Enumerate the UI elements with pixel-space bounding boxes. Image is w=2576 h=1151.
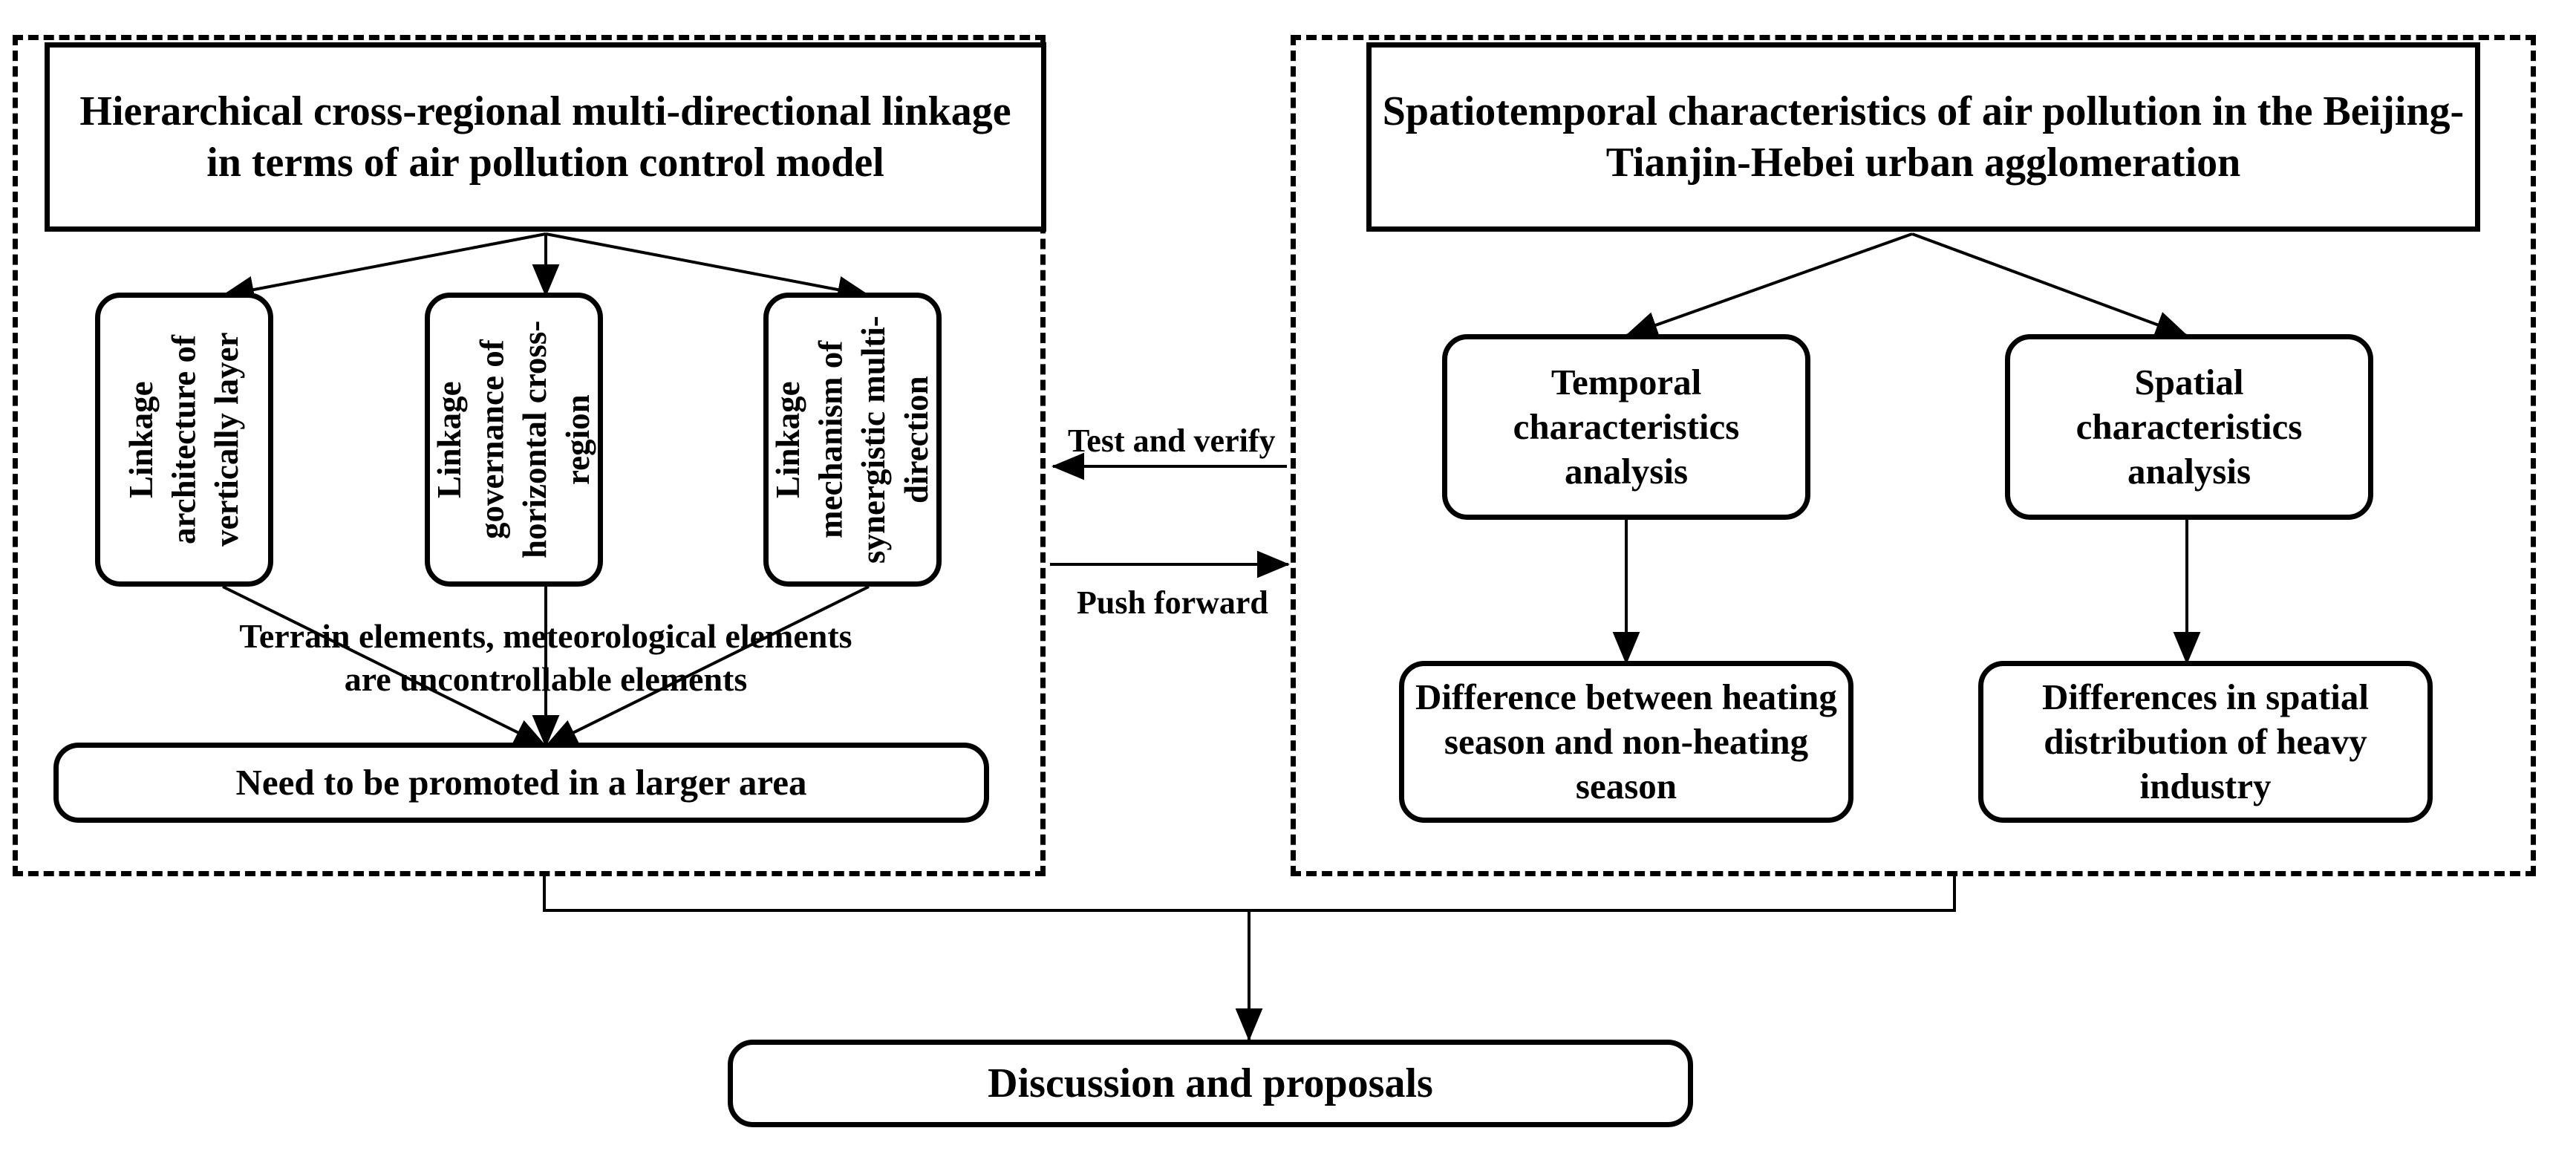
right-outcome-box-2[interactable]: Differences in spatial distribution of h… — [1978, 661, 2433, 823]
left-branch-box-1[interactable]: Linkage architecture of vertically layer — [95, 293, 273, 587]
right-outcome-box-1[interactable]: Difference between heating season and no… — [1399, 661, 1853, 823]
left-branch-label-3: Linkage mechanism of synergistic multi-d… — [769, 316, 935, 564]
right-branch-box-1[interactable]: Temporal characteristics analysis — [1442, 334, 1810, 520]
left-panel-boundary — [13, 35, 1046, 876]
footer-discussion-label: Discussion and proposals — [988, 1060, 1433, 1106]
right-outcome-label-2: Differences in spatial distribution of h… — [2041, 676, 2370, 806]
test-and-verify-label: Test and verify — [1068, 423, 1276, 459]
right-panel-boundary — [1291, 35, 2536, 876]
left-branch-box-3[interactable]: Linkage mechanism of synergistic multi-d… — [763, 293, 942, 587]
left-panel-header-box[interactable]: Hierarchical cross-regional multi-direct… — [45, 42, 1046, 232]
left-branch-label-1: Linkage architecture of vertically layer — [122, 332, 245, 547]
footer-discussion-box[interactable]: Discussion and proposals — [728, 1040, 1693, 1127]
uncontrollable-elements-note: Terrain elements, meteorological element… — [239, 617, 852, 698]
left-outcome-box[interactable]: Need to be promoted in a larger area — [53, 743, 989, 823]
left-branch-label-2: Linkage governance of horizontal cross-r… — [430, 320, 596, 559]
left-panel-header-label: Hierarchical cross-regional multi-direct… — [79, 88, 1011, 186]
left-branch-box-2[interactable]: Linkage governance of horizontal cross-r… — [425, 293, 603, 587]
left-outcome-label: Need to be promoted in a larger area — [235, 762, 807, 803]
right-branch-box-2[interactable]: Spatial characteristics analysis — [2005, 334, 2373, 520]
right-branch-label-2: Spatial characteristics analysis — [2076, 362, 2303, 492]
right-panel-header-box[interactable]: Spatiotemporal characteristics of air po… — [1366, 42, 2480, 232]
right-outcome-label-1: Difference between heating season and no… — [1415, 676, 1837, 806]
right-panel-header-label: Spatiotemporal characteristics of air po… — [1382, 88, 2465, 186]
right-branch-label-1: Temporal characteristics analysis — [1513, 362, 1740, 492]
push-forward-label: Push forward — [1077, 584, 1268, 621]
